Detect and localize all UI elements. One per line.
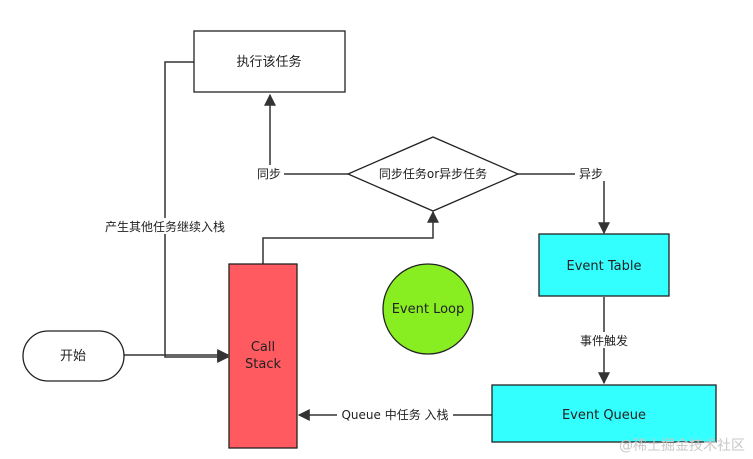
edges	[124, 61, 610, 421]
edge-label-event-trigger: 事件触发	[580, 333, 628, 348]
event-table-label: Event Table	[567, 259, 642, 274]
event-loop-label: Event Loop	[392, 302, 465, 317]
node-call-stack: Call Stack	[228, 263, 298, 449]
edge-callstack-to-decision	[262, 210, 439, 264]
node-event-loop: Event Loop	[382, 263, 474, 355]
edge-label-new-task: 产生其他任务继续入栈	[105, 219, 225, 234]
node-event-table: Event Table	[538, 233, 670, 297]
edge-decision-sync	[264, 93, 348, 175]
call-stack-label-line2: Stack	[245, 357, 281, 372]
edge-labels: 同步 异步 产生其他任务继续入栈 事件触发 Queue 中任务 入栈	[98, 165, 632, 422]
call-stack-label-line1: Call	[251, 340, 275, 355]
edge-label-queue-to-stack: Queue 中任务 入栈	[341, 407, 448, 422]
edge-label-sync: 同步	[257, 167, 281, 181]
edge-execute-new-task	[164, 61, 230, 363]
node-decision: 同步任务or异步任务	[346, 136, 520, 212]
node-execute-task: 执行该任务	[193, 30, 346, 93]
edge-label-async: 异步	[579, 167, 603, 181]
node-event-queue: Event Queue	[491, 384, 717, 443]
start-label: 开始	[60, 349, 86, 364]
event-queue-label: Event Queue	[562, 408, 646, 423]
execute-task-label: 执行该任务	[236, 54, 301, 70]
decision-label: 同步任务or异步任务	[379, 166, 487, 181]
watermark: @稀土掘金技术社区	[619, 438, 745, 454]
node-start: 开始	[22, 330, 125, 382]
edge-decision-async	[518, 173, 610, 235]
